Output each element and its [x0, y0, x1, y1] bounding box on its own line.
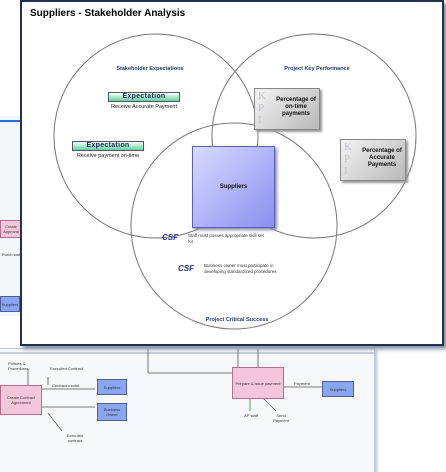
kpi-letters-1: K P I [258, 90, 266, 126]
csf-circle-label: Project Critical Success [205, 317, 269, 323]
csf-tag-1: CSF [162, 233, 178, 242]
expectation-text-2: Receive payment on-time [76, 153, 140, 159]
expectation-tag-2: Expectation [72, 141, 144, 151]
suppliers-center-box: Suppliers [192, 146, 275, 228]
create-contract-box: Create Contract Agreement [0, 385, 42, 415]
kpi-card-2: K P I Percentage of Accurate Payments [340, 139, 406, 181]
executed-contract-bottom-label: Executed contract [66, 433, 84, 443]
csf-text-1: Staff must posses appropriate skill set … [188, 233, 264, 244]
suppliers-box-left: Suppliers [0, 296, 20, 312]
payment-label: Payment [294, 381, 310, 386]
kpi-circle [211, 33, 417, 239]
csf-text-2: Business owner must participate in devel… [204, 263, 277, 274]
suppliers-center-label: Suppliers [219, 184, 248, 190]
stakeholder-analysis-panel: Suppliers - Stakeholder Analysis Stakeho… [20, 0, 444, 346]
page-title: Suppliers - Stakeholder Analysis [30, 8, 186, 19]
business-owner-box: Business Owner [97, 403, 127, 421]
kpi-text-1: Percentage of on-time payments [276, 97, 316, 117]
create-approval-box: Create Approval [0, 220, 22, 238]
venn-diagram [53, 33, 417, 330]
background-flow-diagram: Policies & Procedures Executed Contract … [0, 348, 375, 472]
suppliers-box-b: Suppliers [322, 381, 354, 397]
policies-label: Policies & Procedures [8, 361, 29, 371]
prepare-issue-payment-box: Prepare & issue payment [232, 367, 284, 399]
contract-model-label: Contract model [52, 383, 80, 388]
csf-circle [130, 122, 338, 330]
ap-staff-label: AP staff [244, 413, 258, 418]
executed-contract-top-label: Executed Contract [50, 366, 83, 371]
expectations-circle-label: Stakeholder Expectations [116, 66, 184, 72]
suppliers-box-a: Suppliers [97, 379, 127, 395]
expectations-circle [53, 33, 259, 239]
flow-connectors [0, 349, 374, 432]
kpi-letters-2: K P I [344, 141, 352, 177]
expectation-tag-1: Expectation [108, 92, 180, 102]
kpi-text-2: Percentage of Accurate Payments [362, 148, 402, 168]
purch-staff-label: Purch staff [2, 252, 22, 257]
kpi-card-1: K P I Percentage of on-time payments [254, 88, 320, 130]
expectation-text-1: Receive Accurate Payment [110, 104, 178, 110]
kpi-circle-label: Project Key Performance [284, 66, 350, 72]
blue-divider-line [0, 120, 24, 122]
csf-tag-2: CSF [178, 264, 194, 273]
send-payment-label: Send Payment [273, 413, 289, 423]
